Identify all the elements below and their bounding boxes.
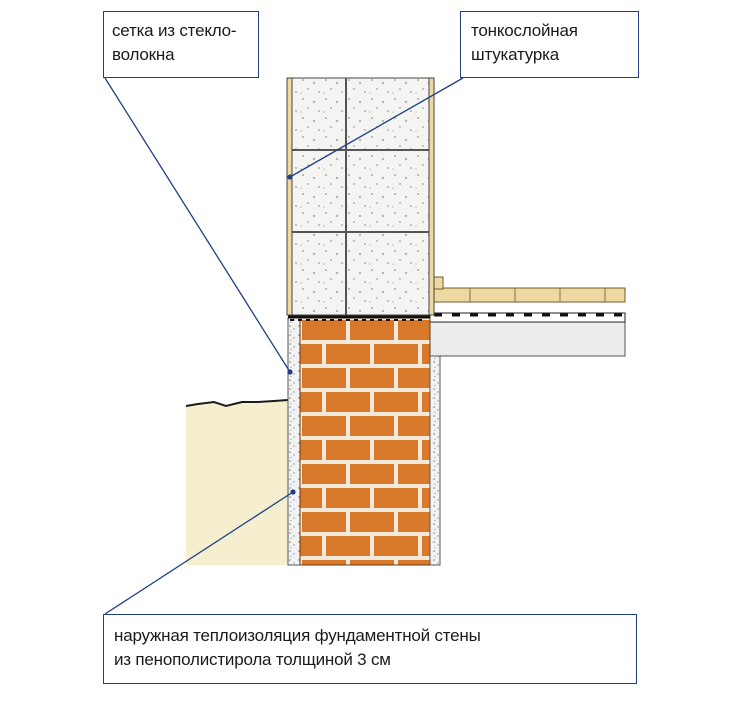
mesh-leader-dot xyxy=(287,369,293,375)
plaster-label-line1: тонкослойная xyxy=(471,21,578,40)
mesh-leader-line xyxy=(104,77,291,373)
aerated-block-joints xyxy=(291,78,430,315)
outer-plaster-layer xyxy=(286,77,293,316)
inner-insulation-strip xyxy=(429,355,441,566)
inner-plaster-layer xyxy=(428,77,435,316)
plaster-label-box: тонкослойная штукатурка xyxy=(460,11,639,78)
plaster-leader-line xyxy=(289,77,464,178)
foundation-insulation xyxy=(287,317,301,566)
ground-surface-line xyxy=(185,399,289,408)
aerated-concrete-wall xyxy=(290,77,431,316)
insulation-leader-dot xyxy=(290,489,296,495)
ground-soil xyxy=(186,400,288,565)
mesh-label-box: сетка из стекло- волокна xyxy=(103,11,259,78)
mesh-label-line2: волокна xyxy=(112,45,175,64)
plaster-leader-dot xyxy=(287,174,293,180)
insulation-label-line2: из пенополистирола толщиной 3 см xyxy=(114,650,391,669)
plaster-label-line2: штукатурка xyxy=(471,45,560,64)
insulation-label-box: наружная теплоизоляция фундаментной стен… xyxy=(103,614,637,684)
floor-slab xyxy=(429,321,626,357)
floor-boards xyxy=(429,287,626,303)
brick-foundation-wall xyxy=(299,317,431,566)
insulation-label-line1: наружная теплоизоляция фундаментной стен… xyxy=(114,626,481,645)
mesh-label-line1: сетка из стекло- xyxy=(112,21,237,40)
insulation-leader-line xyxy=(104,491,294,615)
floor-board-joints xyxy=(469,288,606,302)
